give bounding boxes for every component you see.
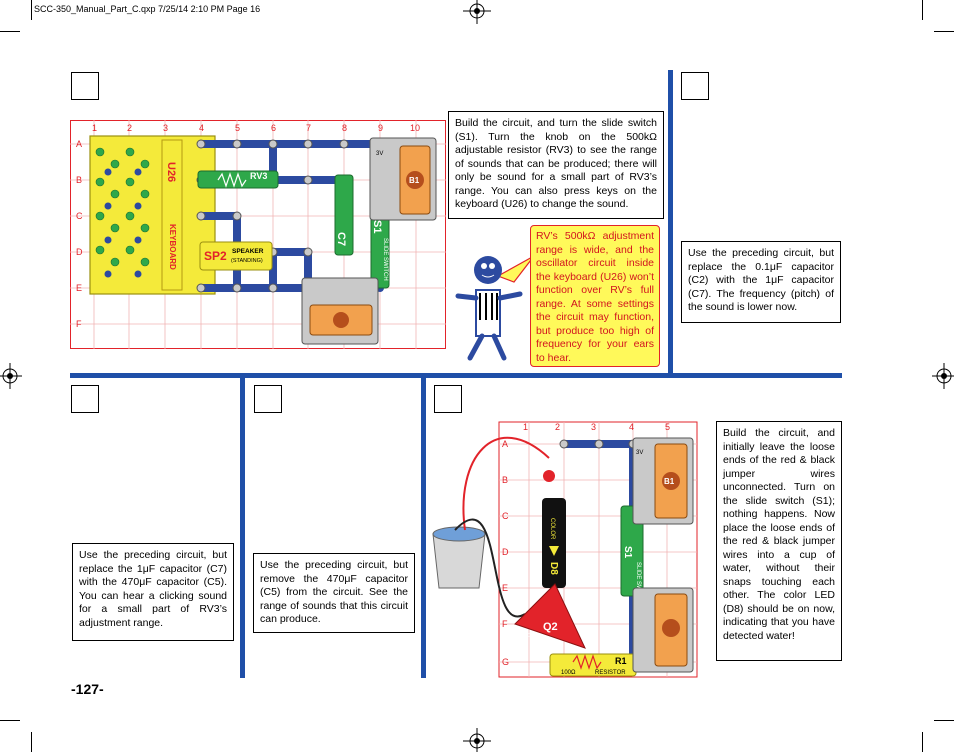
battery-volt-label: 3V (376, 151, 383, 157)
transistor-id-label: Q2 (543, 621, 558, 633)
led-label: COLOR (549, 518, 555, 540)
battery-volt-label: 3V (636, 450, 643, 456)
switch-label: SLIDE SWITCH (635, 562, 641, 605)
instructions-top-right: Use the preceding circuit, but replace t… (681, 241, 841, 323)
speaker-id-label: SP2 (204, 249, 227, 263)
grid-col-label: 4 (629, 422, 634, 432)
instructions-bottom-right: Build the circuit, and initially leave t… (716, 421, 842, 661)
project-number-box-4 (254, 385, 282, 413)
instructions-top-left: Build the circuit, and turn the slide sw… (448, 111, 664, 219)
grid-col-label: 5 (665, 422, 670, 432)
divider-vertical-bl (240, 376, 245, 678)
grid-row-label: F (502, 619, 508, 629)
instructions-bottom-left: Use the preceding circuit, but replace t… (72, 543, 234, 641)
grid-col-label: 8 (342, 123, 347, 133)
resistor-id-label: R1 (615, 656, 627, 666)
project-number-box-1 (71, 72, 99, 100)
divider-vertical-top (668, 70, 673, 376)
grid-row-label: B (76, 175, 82, 185)
mascot-figure (455, 255, 535, 361)
switch-label: SLIDE SWITCH (382, 238, 388, 281)
grid-col-label: 10 (410, 123, 420, 133)
divider-vertical-bm (421, 376, 426, 678)
grid-row-label: F (76, 319, 82, 329)
resistor-id-label: RV3 (250, 171, 267, 181)
project-number-box-2 (681, 72, 709, 100)
page-number: -127- (71, 681, 104, 697)
grid-col-label: 3 (163, 123, 168, 133)
switch-id-label: S1 (371, 220, 383, 233)
grid-row-label: A (76, 139, 82, 149)
grid-row-label: E (502, 583, 508, 593)
grid-row-label: B (502, 475, 508, 485)
keyboard-label: KEYBOARD (168, 224, 177, 270)
speaker-label: SPEAKER (232, 248, 264, 255)
resistor-value-label: 100Ω (561, 670, 576, 676)
keyboard-id-label: U26 (165, 162, 177, 182)
project-number-box-3 (71, 385, 99, 413)
grid-row-label: D (76, 247, 83, 257)
divider-horizontal (70, 373, 842, 378)
grid-col-label: 9 (378, 123, 383, 133)
grid-col-label: 6 (271, 123, 276, 133)
grid-col-label: 5 (235, 123, 240, 133)
grid-row-label: E (76, 283, 82, 293)
grid-col-label: 3 (591, 422, 596, 432)
grid-row-label: G (502, 657, 509, 667)
grid-row-label: C (502, 511, 509, 521)
grid-row-label: D (502, 547, 509, 557)
grid-col-label: 2 (555, 422, 560, 432)
switch-id-label: S1 (622, 546, 633, 559)
project-number-box-5 (434, 385, 462, 413)
grid-row-label: C (76, 211, 83, 221)
grid-col-label: 1 (523, 422, 528, 432)
capacitor-id-label: C7 (335, 232, 347, 246)
grid-col-label: 1 (92, 123, 97, 133)
transistor-label: NPN (523, 634, 536, 640)
grid-row-label: A (502, 439, 508, 449)
circuit-diagram-keyboard: 1 2 3 4 5 6 7 8 9 10 A B C D E F U26 KEY… (70, 120, 446, 349)
tip-bubble: RV’s 500kΩ adjustment range is wide, and… (530, 225, 660, 367)
grid-col-label: 7 (306, 123, 311, 133)
file-info-header: SCC-350_Manual_Part_C.qxp 7/25/14 2:10 P… (34, 4, 261, 14)
led-id-label: D8 (548, 562, 559, 575)
grid-col-label: 2 (127, 123, 132, 133)
battery-id-label: B1 (664, 477, 675, 486)
circuit-diagram-water-detector: 1 2 3 4 5 A B C D E F G COLOR D8 Q2 NPN … (432, 421, 698, 678)
speaker-sub-label: (STANDING) (231, 258, 263, 264)
grid-col-label: 4 (199, 123, 204, 133)
instructions-bottom-middle: Use the preceding circuit, but remove th… (253, 553, 415, 633)
resistor-label: RESISTOR (595, 670, 626, 676)
battery-id-label: B1 (409, 176, 420, 185)
